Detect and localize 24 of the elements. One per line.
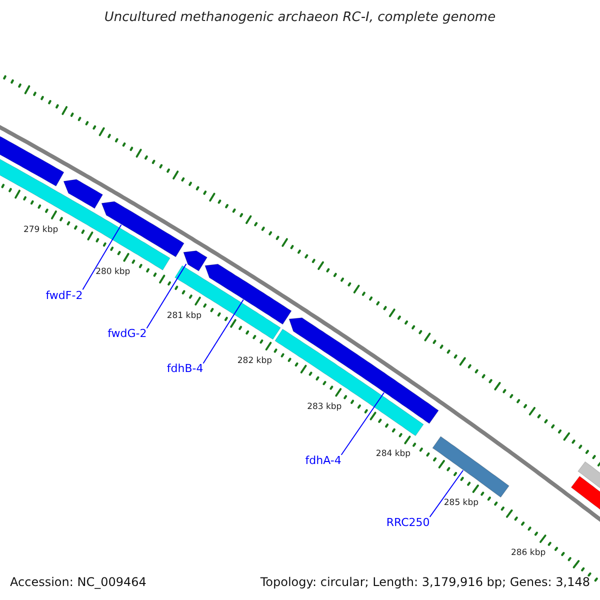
gene-bar xyxy=(101,201,184,258)
leader-line xyxy=(202,299,244,364)
gene-bar xyxy=(288,318,439,424)
scale-label: 285 kbp xyxy=(444,498,479,508)
gene-bar xyxy=(204,264,292,325)
gene-label: fdhA-4 xyxy=(305,454,342,467)
scale-label: 279 kbp xyxy=(23,225,58,236)
leader-line xyxy=(429,470,464,518)
gene-label: fwdG-2 xyxy=(108,327,147,340)
leader-line xyxy=(82,224,122,290)
gene-bar xyxy=(183,250,208,272)
genome-info-text: Topology: circular; Length: 3,179,916 bp; Genes: 3,148 xyxy=(260,575,590,589)
scale-label: 284 kbp xyxy=(376,449,411,460)
gene-label: RRC250 xyxy=(386,516,430,529)
scale-label: 280 kbp xyxy=(96,267,130,278)
gene-label: fwdF-2 xyxy=(46,288,83,302)
title: Uncultured methanogenic archaeon RC-I, complete genome xyxy=(103,10,497,25)
gene-bar xyxy=(432,436,510,498)
leader-line xyxy=(340,392,385,456)
scale-label: 282 kbp xyxy=(237,356,272,366)
accession-text: Accession: NC_009464 xyxy=(10,575,146,589)
scale-label: 283 kbp xyxy=(307,402,342,412)
gene-label: fdhB-4 xyxy=(166,362,204,376)
scale-label: 286 kbp xyxy=(510,548,546,558)
